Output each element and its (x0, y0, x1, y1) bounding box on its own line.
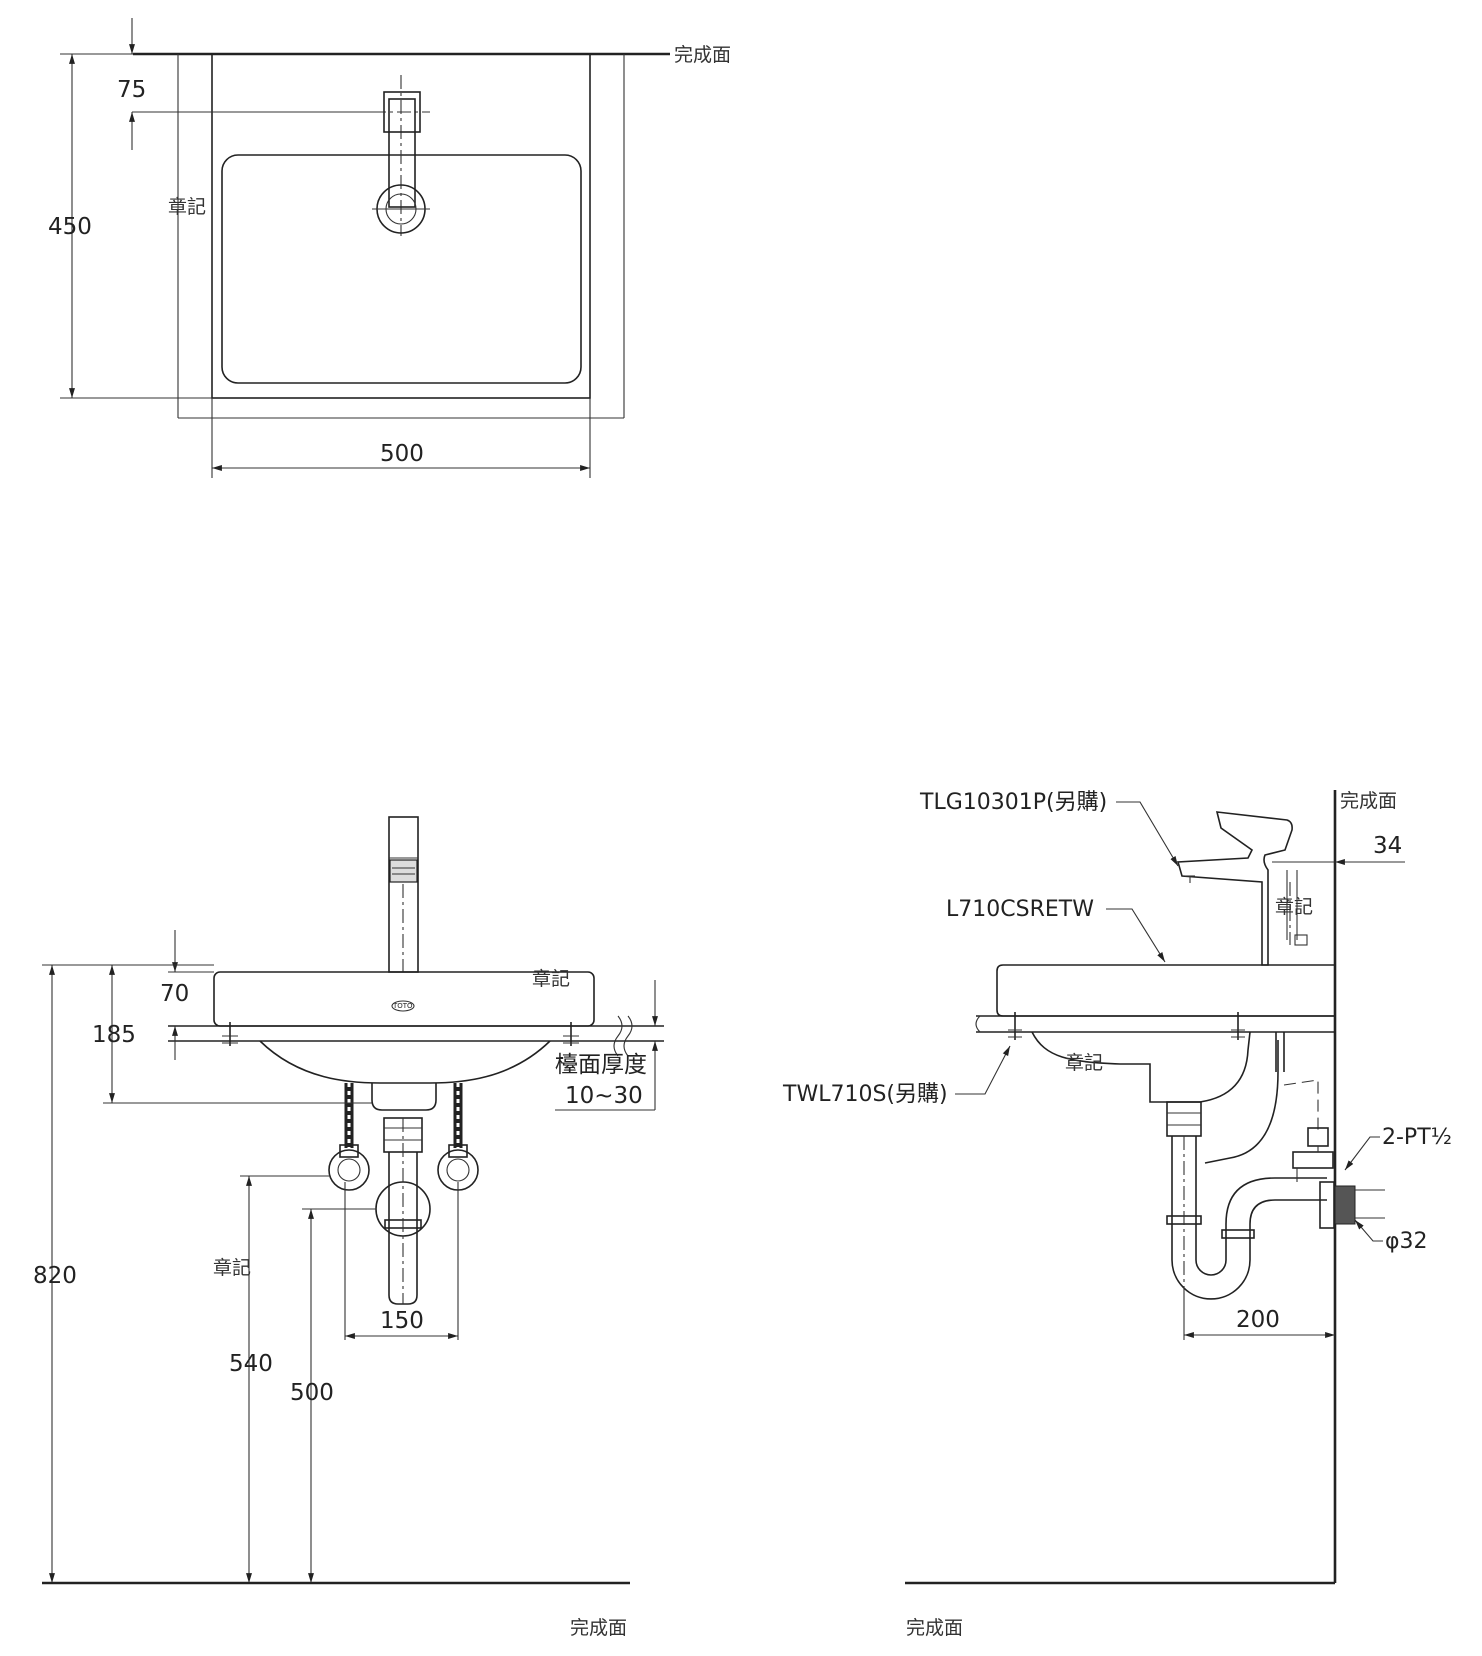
top-bowl (221, 154, 582, 384)
front-anchor-right (563, 1022, 579, 1046)
side-anchor-left (1008, 1012, 1022, 1040)
dim-540: 540 (229, 1351, 273, 1377)
side-faucet (1176, 811, 1335, 966)
side-floor-label: 完成面 (906, 1617, 963, 1639)
dim-34: 34 (1373, 833, 1402, 859)
label-drain-spec: φ32 (1385, 1229, 1428, 1254)
front-mark-1: 章記 (532, 968, 570, 990)
side-anchor-right (1231, 1012, 1245, 1040)
label-supply-spec: 2-PT½ (1382, 1125, 1452, 1150)
front-logo: TOTO (392, 1002, 413, 1010)
side-view: 完成面 完成面 章記 34 章記 (782, 790, 1452, 1639)
dim-75: 75 (117, 77, 146, 103)
side-mark-1: 章記 (1275, 896, 1313, 918)
front-floor-label: 完成面 (570, 1617, 627, 1639)
front-faucet (388, 816, 419, 973)
front-bowl-under (259, 1040, 551, 1084)
label-basin-model: L710CSRETW (946, 897, 1094, 922)
dim-150: 150 (380, 1308, 424, 1334)
top-basin-outline (211, 53, 591, 399)
dim-500-front: 500 (290, 1380, 334, 1406)
top-view: 完成面 75 450 章記 5 (48, 18, 731, 478)
side-mark-2: 章記 (1065, 1052, 1103, 1074)
label-faucet-model: TLG10301P(另購) (919, 790, 1107, 815)
front-view: TOTO 章記 (33, 816, 664, 1639)
front-mark-2: 章記 (213, 1257, 251, 1279)
side-wall-label: 完成面 (1340, 790, 1397, 812)
side-basin-body (996, 964, 1335, 1017)
label-bracket-model: TWL710S(另購) (782, 1082, 948, 1107)
dim-200: 200 (1236, 1307, 1280, 1333)
dim-500-top: 500 (380, 441, 424, 467)
counter-thickness-range: 10~30 (565, 1083, 643, 1109)
dim-70: 70 (160, 981, 189, 1007)
top-finish-label: 完成面 (674, 44, 731, 66)
top-mark: 章記 (168, 196, 206, 218)
counter-thickness-label: 檯面厚度 (555, 1052, 647, 1078)
dim-450: 450 (48, 214, 92, 240)
top-faucet (372, 75, 430, 236)
dim-185: 185 (92, 1022, 136, 1048)
dim-820: 820 (33, 1263, 77, 1289)
front-anchor-left (222, 1022, 238, 1046)
